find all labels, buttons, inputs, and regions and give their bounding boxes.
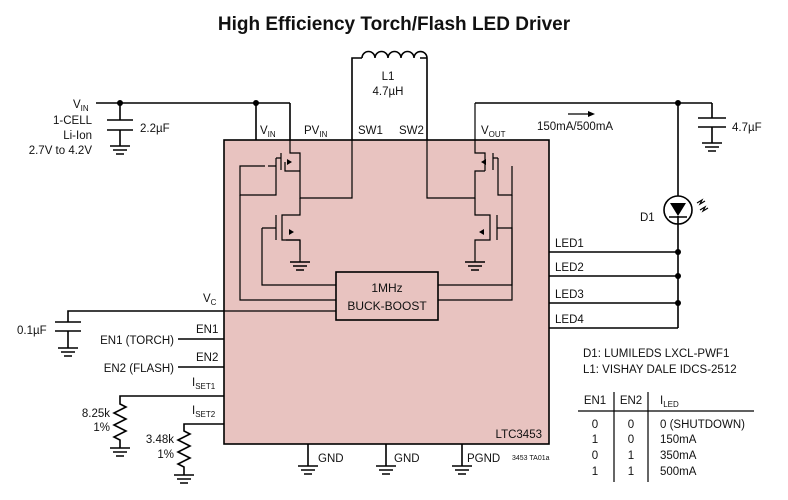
pin-led4-label: LED4 bbox=[555, 314, 584, 326]
resistor1-tol: 1% bbox=[93, 422, 110, 434]
vc-cap-value: 0.1µF bbox=[17, 325, 47, 337]
pgnd-symbol bbox=[452, 465, 472, 475]
pin-iset1-sub: SET1 bbox=[195, 382, 216, 391]
led-ref: D1 bbox=[640, 212, 655, 224]
en2-input-label: EN2 (FLASH) bbox=[104, 363, 174, 375]
controller-freq: 1MHz bbox=[371, 281, 402, 295]
table-cell-iled: 0 (SHUTDOWN) bbox=[660, 419, 745, 431]
pin-sw1-label: SW1 bbox=[358, 125, 383, 137]
buck-boost-controller bbox=[335, 271, 439, 321]
iset1-ground bbox=[110, 447, 130, 457]
input-vin-label: V bbox=[73, 99, 81, 111]
pin-vout-sub: OUT bbox=[489, 130, 506, 139]
led-node bbox=[675, 249, 681, 255]
svg-text:ISET1: ISET1 bbox=[192, 377, 216, 391]
controller-mode: BUCK-BOOST bbox=[347, 299, 427, 313]
svg-text:ISET2: ISET2 bbox=[192, 405, 216, 419]
led-node bbox=[675, 273, 681, 279]
note-d1: D1: LUMILEDS LXCL-PWF1 bbox=[583, 348, 729, 360]
gnd-pin-wires bbox=[307, 444, 463, 466]
input-range-label: 2.7V to 4.2V bbox=[29, 145, 93, 157]
table-cell-en2: 0 bbox=[628, 434, 634, 446]
table-cell-iled: 500mA bbox=[660, 466, 697, 478]
gnd1-symbol bbox=[298, 465, 318, 475]
pin-iset2-label: I bbox=[192, 405, 195, 417]
table-header-iled: I bbox=[660, 395, 663, 407]
truth-table: EN1 EN2 ILED 0 0 0 (SHUTDOWN) 1 0 150mA … bbox=[578, 392, 754, 482]
table-cell-iled: 350mA bbox=[660, 450, 697, 462]
table-cell-en2: 0 bbox=[628, 419, 634, 431]
output-capacitor bbox=[698, 117, 726, 152]
inductor-l1 bbox=[351, 50, 428, 140]
pin-pvin-sub: IN bbox=[319, 130, 327, 139]
led-node bbox=[675, 300, 681, 306]
pin-vin-label: V bbox=[260, 125, 268, 137]
iset1-wire bbox=[112, 395, 224, 448]
table-cell-en1: 1 bbox=[592, 466, 598, 478]
pin-en2-label: EN2 bbox=[196, 352, 218, 364]
led-pin-wires bbox=[549, 251, 678, 329]
figure-code: 3453 TA01a bbox=[512, 455, 550, 462]
svg-text:PVIN: PVIN bbox=[304, 125, 328, 139]
table-cell-en2: 1 bbox=[628, 466, 634, 478]
en1-input-label: EN1 (TORCH) bbox=[100, 335, 174, 347]
pin-vc-sub: C bbox=[211, 298, 217, 307]
input-cap-value: 2.2µF bbox=[140, 123, 170, 135]
pin-en1-label: EN1 bbox=[196, 324, 218, 336]
table-header-iled-sub: LED bbox=[663, 400, 679, 409]
iset2-wire bbox=[176, 423, 224, 475]
pin-iset2-sub: SET2 bbox=[195, 410, 216, 419]
resistor2-tol: 1% bbox=[157, 449, 174, 461]
internal-mosfets bbox=[239, 103, 513, 301]
input-capacitor bbox=[107, 103, 133, 155]
svg-text:VIN: VIN bbox=[260, 125, 276, 139]
pin-vc-label: V bbox=[203, 293, 211, 305]
pin-iset1-label: I bbox=[192, 377, 195, 389]
output-cap-value: 4.7µF bbox=[732, 122, 762, 134]
page-title: High Efficiency Torch/Flash LED Driver bbox=[218, 14, 571, 35]
pin-led3-label: LED3 bbox=[555, 289, 584, 301]
pin-gnd1-label: GND bbox=[318, 453, 344, 465]
svg-text:VIN: VIN bbox=[73, 99, 89, 113]
table-cell-iled: 150mA bbox=[660, 434, 697, 446]
pin-pgnd-label: PGND bbox=[467, 453, 500, 465]
input-chemistry-label: Li-Ion bbox=[63, 130, 92, 142]
inductor-name: L1 bbox=[382, 71, 395, 83]
chip-name: LTC3453 bbox=[496, 429, 542, 441]
inductor-value: 4.7µH bbox=[373, 86, 404, 98]
resistor2-value: 3.48k bbox=[146, 434, 174, 446]
gnd2-symbol bbox=[376, 465, 396, 475]
vout-rail-wire bbox=[475, 102, 713, 118]
input-supply: VIN 1-CELL Li-Ion 2.7V to 4.2V bbox=[29, 99, 93, 157]
vc-capacitor bbox=[55, 321, 81, 357]
led-d1 bbox=[663, 103, 709, 328]
pin-pvin-label: PV bbox=[304, 125, 320, 137]
pin-led2-label: LED2 bbox=[555, 262, 584, 274]
pin-vin-sub: IN bbox=[268, 130, 276, 139]
pin-gnd2-label: GND bbox=[394, 453, 420, 465]
table-cell-en1: 0 bbox=[592, 450, 598, 462]
table-cell-en1: 0 bbox=[592, 419, 598, 431]
output-current-label: 150mA/500mA bbox=[537, 121, 613, 133]
svg-text:ILED: ILED bbox=[660, 395, 679, 409]
table-header-en1: EN1 bbox=[584, 395, 606, 407]
pin-vout-label: V bbox=[481, 125, 489, 137]
current-arrow-head bbox=[588, 111, 595, 117]
table-header-en2: EN2 bbox=[620, 395, 642, 407]
vc-wire bbox=[67, 310, 224, 322]
svg-text:VC: VC bbox=[203, 293, 217, 307]
input-vin-sub: IN bbox=[81, 104, 89, 113]
table-cell-en2: 1 bbox=[628, 450, 634, 462]
pin-sw2-label: SW2 bbox=[399, 125, 424, 137]
iset2-ground bbox=[174, 474, 194, 484]
input-cell-label: 1-CELL bbox=[53, 115, 93, 127]
note-l1: L1: VISHAY DALE IDCS-2512 bbox=[583, 364, 737, 376]
pin-led1-label: LED1 bbox=[555, 238, 584, 250]
vin-node bbox=[253, 100, 259, 106]
svg-text:VOUT: VOUT bbox=[481, 125, 506, 139]
table-cell-en1: 1 bbox=[592, 434, 598, 446]
resistor1-value: 8.25k bbox=[82, 408, 110, 420]
